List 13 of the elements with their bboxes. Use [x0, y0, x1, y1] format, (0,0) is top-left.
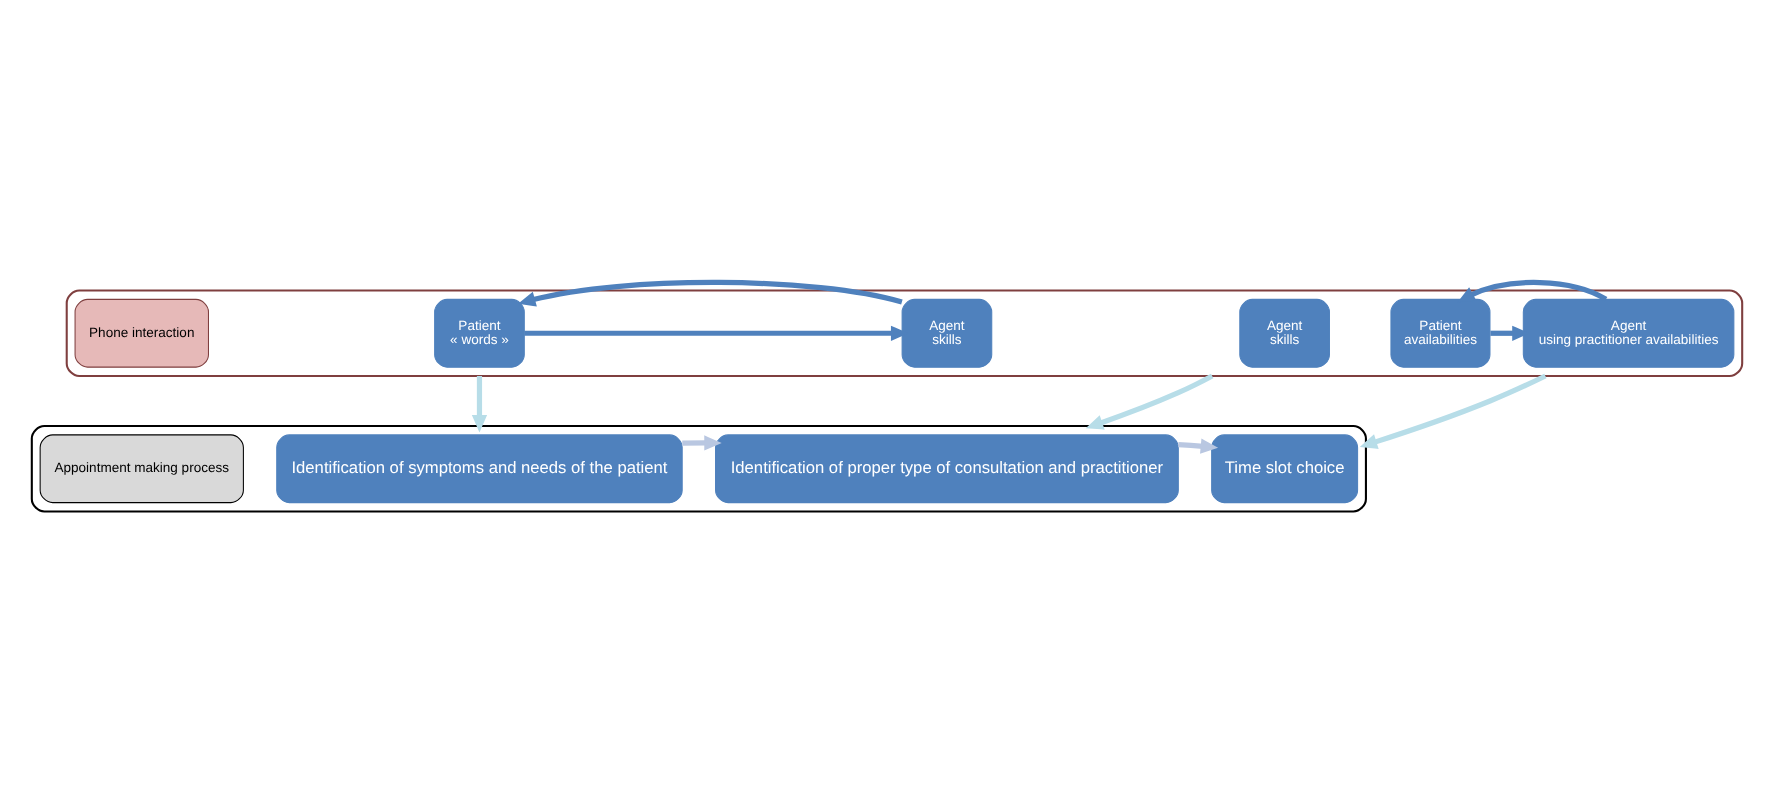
node-box: Identification of proper type of consultation and practitioner — [715, 434, 1179, 504]
arrow — [471, 376, 488, 433]
arrow — [1490, 325, 1530, 341]
arrow — [682, 435, 722, 451]
cluster — [30, 425, 1367, 513]
arrow — [1178, 438, 1219, 454]
arrow — [1085, 373, 1214, 430]
arrow — [524, 325, 909, 341]
node-box: Time slot choice — [1211, 434, 1359, 504]
arrow — [1457, 279, 1608, 303]
arrow — [1359, 373, 1547, 449]
arrow — [518, 279, 903, 307]
node-box: Identification of symptoms and needs of the patient — [276, 434, 683, 504]
